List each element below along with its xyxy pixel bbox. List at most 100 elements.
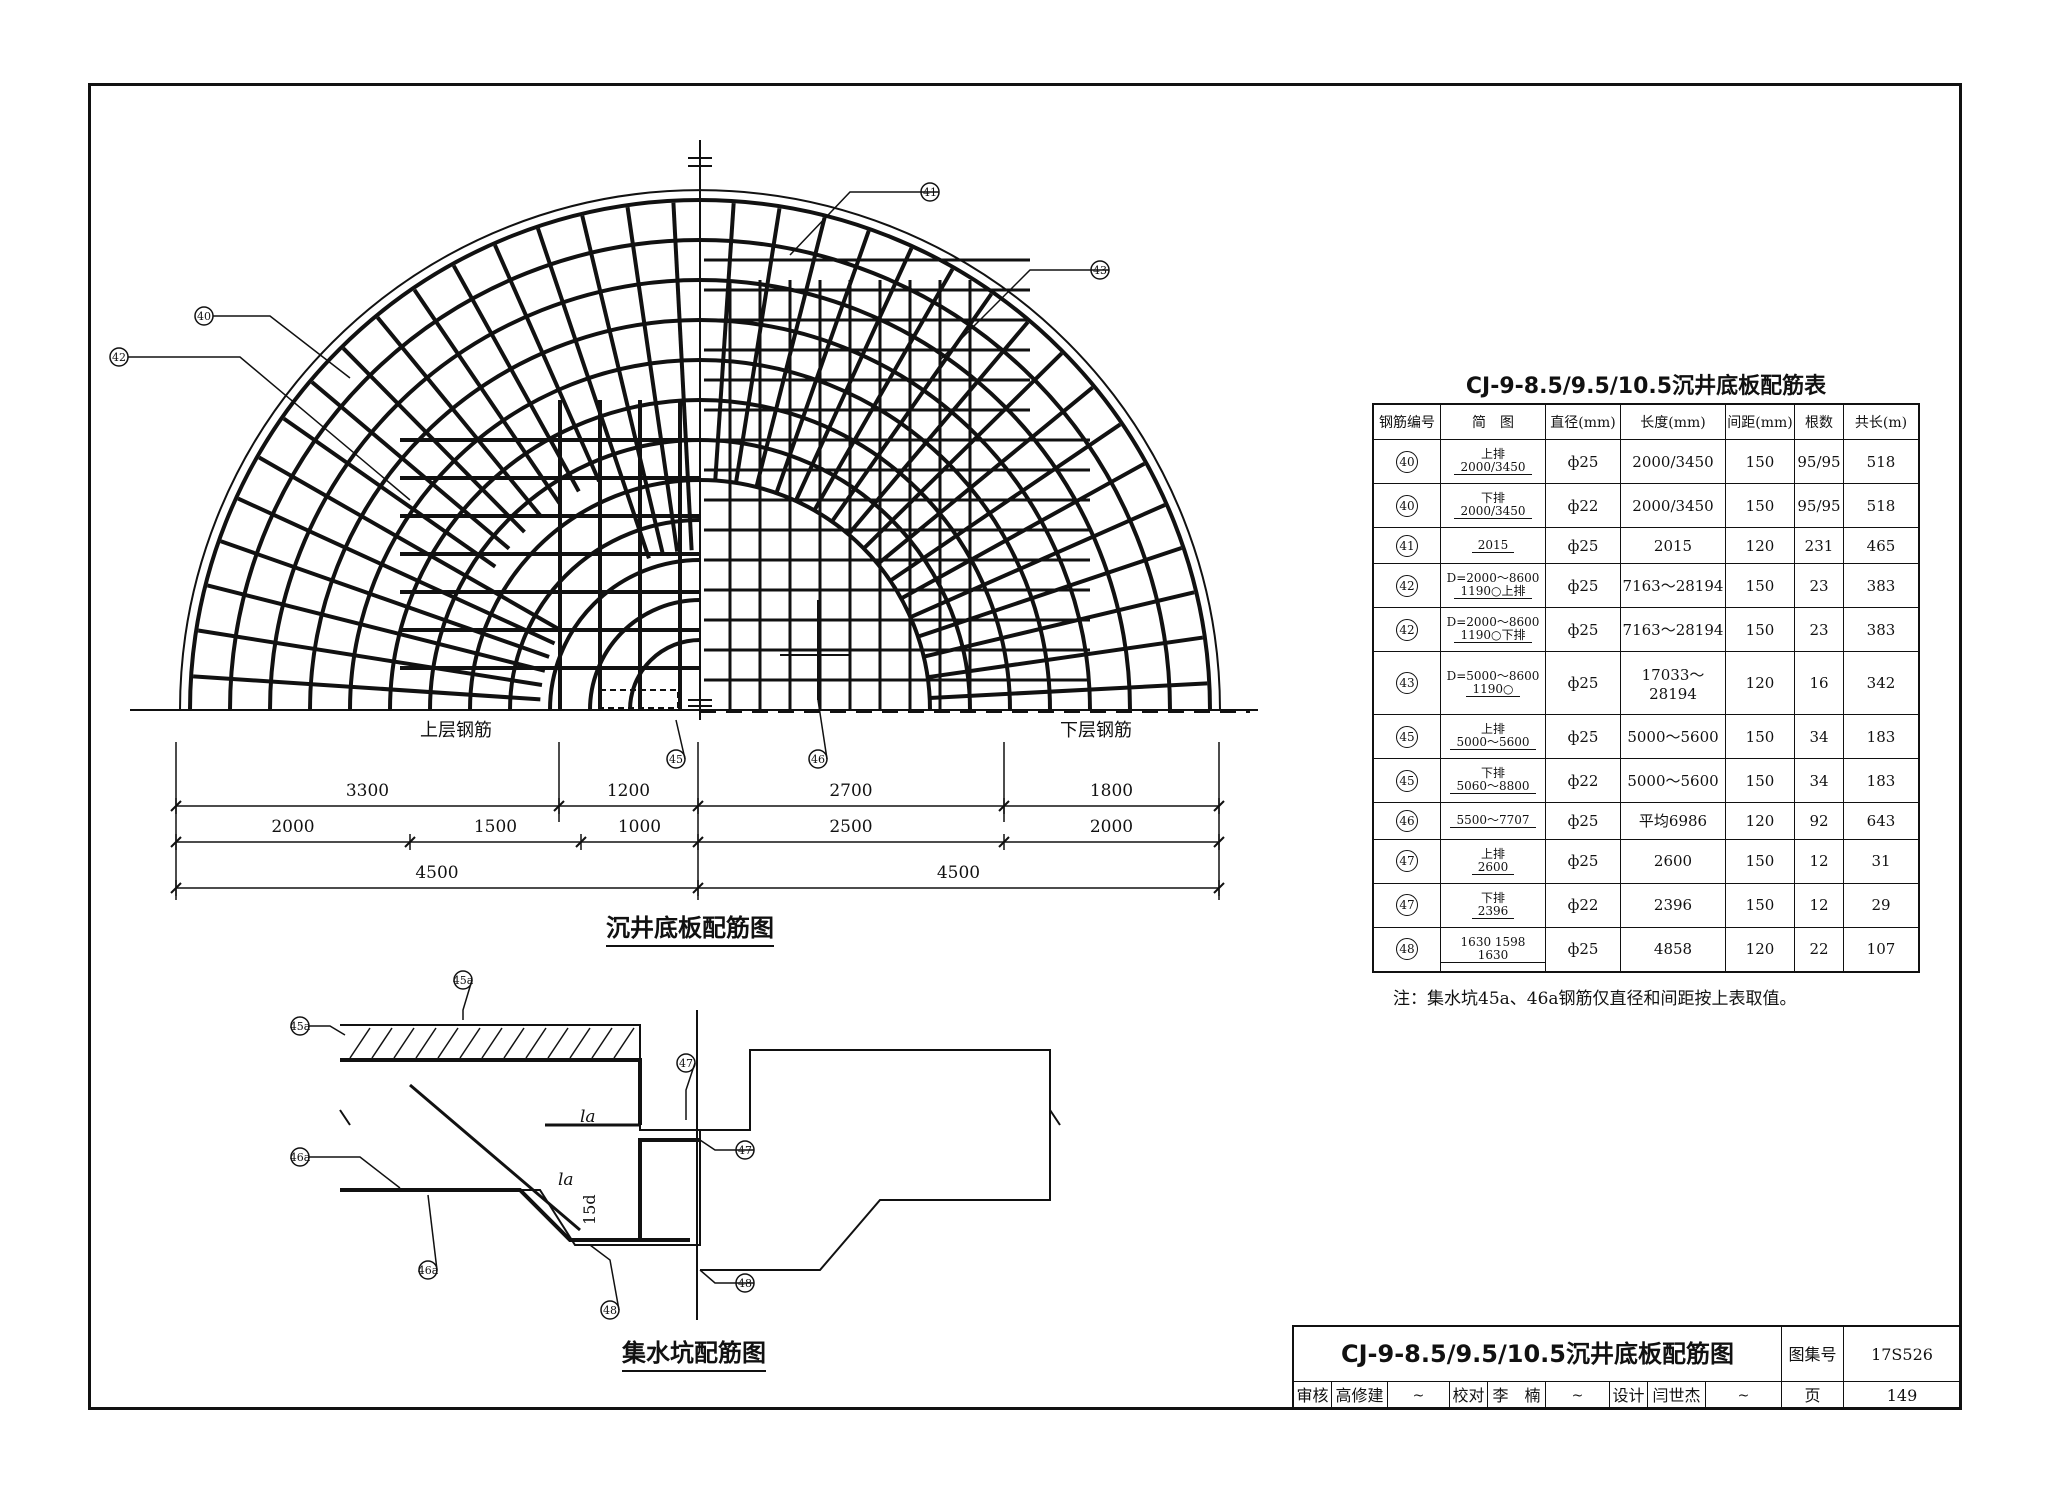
sketch-top: 下排 [1480, 766, 1505, 781]
callout-label: 46 [811, 753, 825, 766]
length-cell: 4858 [1653, 940, 1693, 959]
sump-section-outline-right [640, 1049, 1051, 1271]
diameter-cell: ф25 [1567, 674, 1599, 693]
total-length-cell: 518 [1866, 452, 1896, 471]
leader-line [128, 356, 411, 501]
callout-label: 41 [923, 186, 937, 199]
dim-tick-slash [692, 800, 704, 812]
leader-line [309, 1156, 401, 1189]
dim-tick-slash [404, 836, 416, 848]
dimension-label: 2500 [829, 817, 872, 837]
15d-label: 15d [580, 1194, 599, 1225]
sketch-top: 上排 [1480, 846, 1505, 861]
dimension-label: 1200 [607, 781, 650, 801]
hatch-line [459, 1027, 481, 1059]
total-length-cell: 29 [1871, 896, 1891, 915]
radial-rebar [376, 316, 543, 519]
la-label: la [580, 1107, 596, 1127]
ring-rebar [188, 198, 701, 711]
leader-line [789, 191, 939, 256]
ring-rebar [699, 278, 1132, 711]
total-length-cell: 465 [1866, 536, 1896, 555]
checker-signature: ~ [1546, 1382, 1610, 1410]
sketch-main: 5500～7707 [1450, 813, 1536, 828]
hatch-line [437, 1027, 459, 1059]
hatch-line [349, 1027, 371, 1059]
dim-tick-slash [998, 836, 1010, 848]
radial-rebar [927, 635, 1204, 680]
length-cell: 5000～5600 [1627, 728, 1719, 747]
radial-rebar [671, 202, 694, 551]
sketch-main: 2015 [1471, 538, 1515, 553]
header-no: 钢筋编号 [1372, 403, 1441, 440]
radial-rebar [734, 207, 782, 484]
hatch-line [481, 1027, 503, 1059]
radial-rebar [258, 455, 563, 633]
leader-line [589, 1244, 620, 1311]
dim-tick-slash [170, 836, 182, 848]
radial-rebar [713, 202, 736, 481]
sketch-main: 2000/3450 [1454, 505, 1532, 520]
ring-rebar [588, 598, 701, 711]
hatch-line [371, 1027, 393, 1059]
total-length-cell: 183 [1866, 771, 1896, 790]
spacing-cell: 150 [1745, 852, 1775, 871]
diameter-cell: ф22 [1567, 771, 1599, 790]
length-cell: 平均6986 [1638, 812, 1708, 831]
sketch-top: 上排 [1480, 722, 1505, 737]
diameter-cell: ф25 [1567, 727, 1599, 746]
count-cell: 23 [1809, 576, 1829, 595]
hatch-line [569, 1027, 591, 1059]
header-diameter: 直径(mm) [1545, 403, 1621, 440]
ring-rebar [699, 398, 1012, 711]
sketch-main: 1190○下排 [1454, 629, 1532, 644]
dimension-label: 1000 [618, 817, 661, 837]
callout-label: 48 [738, 1277, 752, 1290]
checker-name: 李 楠 [1488, 1382, 1546, 1410]
atlas-number: 17S526 [1844, 1327, 1960, 1382]
sketch-main: 2600 [1471, 860, 1515, 875]
rebar-number-badge: 42 [1396, 618, 1418, 641]
dimension-label: 2000 [1090, 817, 1133, 837]
spacing-cell: 150 [1745, 620, 1775, 639]
dim-tick-slash [170, 800, 182, 812]
sketch-top: D=5000～8600 [1446, 668, 1540, 683]
callout-label: 47 [738, 1144, 752, 1157]
spacing-cell: 120 [1745, 940, 1775, 959]
page-label: 页 [1782, 1382, 1844, 1410]
sump-rebar-diagonal [409, 1083, 581, 1232]
diameter-cell: ф25 [1567, 811, 1599, 830]
spacing-cell: 150 [1745, 452, 1775, 471]
rebar-number-badge: 41 [1396, 534, 1418, 557]
break-mark [339, 1109, 351, 1126]
ring-rebar [548, 558, 701, 711]
callout-label: 46a [418, 1264, 439, 1277]
rebar-number-badge: 42 [1396, 574, 1418, 597]
diameter-cell: ф25 [1567, 940, 1599, 959]
dim-tick-slash [575, 836, 587, 848]
callout-label: 48 [603, 1304, 617, 1317]
total-length-cell: 107 [1866, 940, 1896, 959]
sketch-top: 上排 [1480, 447, 1505, 462]
check-label: 校对 [1450, 1382, 1488, 1410]
design-label: 设计 [1610, 1382, 1648, 1410]
total-length-cell: 643 [1866, 811, 1896, 830]
hatch-line [547, 1027, 569, 1059]
sketch-top: 下排 [1480, 890, 1505, 905]
diameter-cell: ф25 [1567, 852, 1599, 871]
count-cell: 12 [1809, 896, 1829, 915]
hatch-line [591, 1027, 613, 1059]
count-cell: 231 [1804, 536, 1834, 555]
table-header-row: 钢筋编号 简 图 直径(mm) 长度(mm) 间距(mm) 根数 共长(m) [1372, 403, 1920, 440]
callout-label: 46a [290, 1151, 311, 1164]
spacing-cell: 120 [1745, 811, 1775, 830]
dim-tick-slash [170, 882, 182, 894]
sketch-main: 1630 1598 1630 [1441, 935, 1545, 963]
